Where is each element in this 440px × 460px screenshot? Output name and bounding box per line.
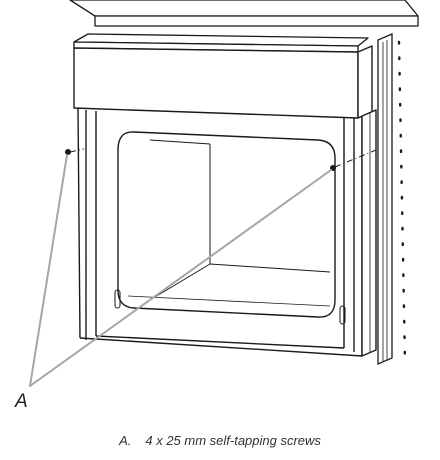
countertop — [69, 0, 419, 27]
legend-text: 4 x 25 mm self-tapping screws — [145, 433, 321, 448]
callout-label-a: A — [15, 391, 28, 412]
screw-axis-lines — [69, 148, 377, 168]
screw-point-icon — [65, 149, 336, 171]
oven-top-trim — [73, 33, 369, 53]
cabinet-side-panel — [377, 33, 393, 365]
legend-caption: A. 4 x 25 mm self-tapping screws — [0, 433, 440, 448]
legend-key: A. — [119, 433, 132, 448]
left-screw — [65, 149, 71, 155]
callout-leader-lines — [29, 154, 332, 387]
oven-cavity — [114, 131, 346, 325]
cabinet-dotted-edge — [397, 40, 407, 364]
oven-frame — [77, 107, 377, 357]
oven-control-panel — [73, 45, 373, 119]
